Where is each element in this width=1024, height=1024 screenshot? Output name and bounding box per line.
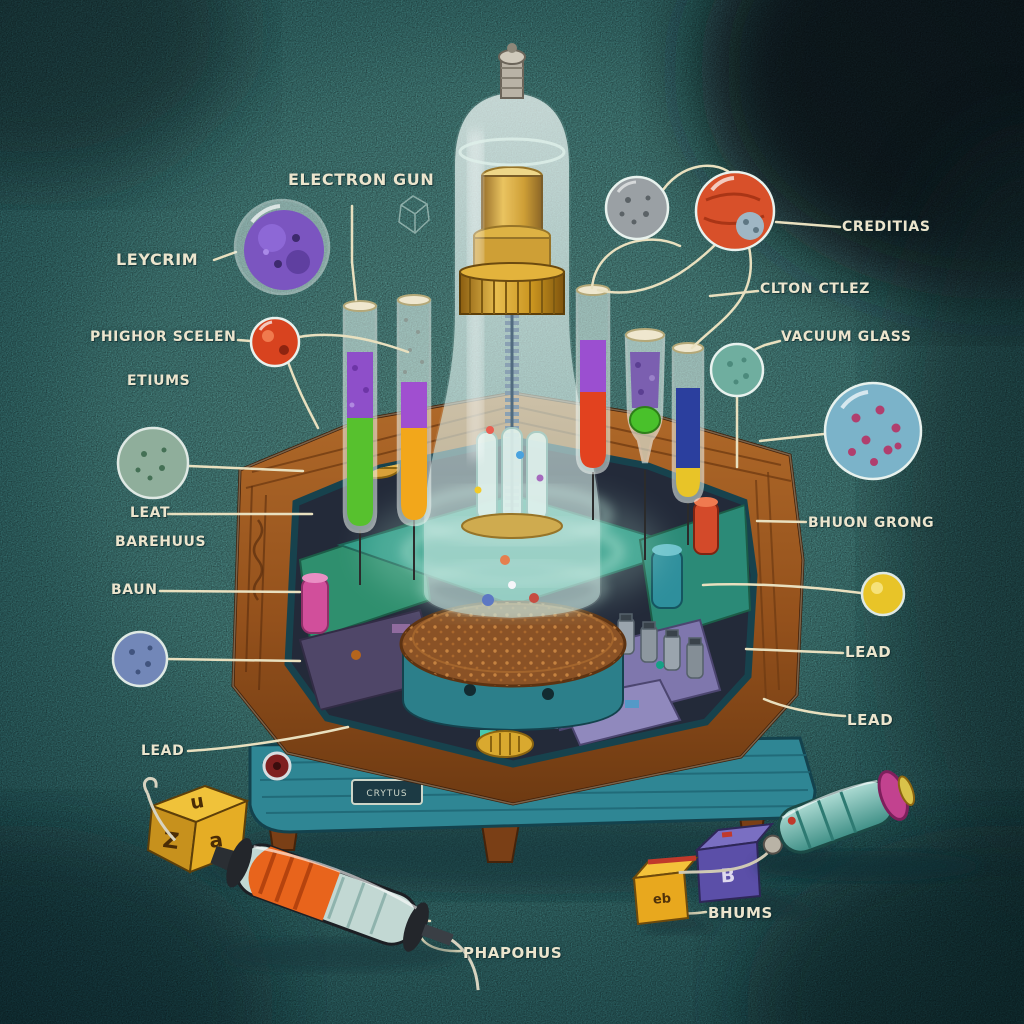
label-barehuus: BAREHUUS <box>115 534 207 550</box>
label-baun: BAUN <box>111 582 158 598</box>
cube-letters-eb: eb <box>652 891 671 907</box>
tube-needles <box>359 470 689 585</box>
label-phapohus: PHAPOHUS <box>463 944 563 962</box>
nameplate-text: CRYTUS <box>366 789 407 799</box>
label-leat: LEAT <box>130 505 171 521</box>
orb-red-small <box>249 316 301 368</box>
crt-vacuum-tube <box>422 43 602 620</box>
copper-disc-platter <box>399 600 627 732</box>
label-bhums: BHUMS <box>708 904 773 922</box>
tube-top-tip <box>498 43 526 99</box>
orb-purple-mineral <box>233 198 331 296</box>
cube-letter-top: u <box>189 790 206 814</box>
orb-green-speckled <box>116 426 190 500</box>
orb-gray-speckled <box>604 175 670 241</box>
carved-wood-ornament <box>252 519 264 601</box>
label-electron-gun: ELECTRON GUN <box>288 170 435 189</box>
test-tube-purple-orange <box>396 294 432 527</box>
beam-particles <box>474 426 544 606</box>
label-clton-ctlez: CLTON CTLEZ <box>760 281 870 297</box>
test-tube-blue-yellow <box>671 342 705 504</box>
label-lead-left: LEAD <box>141 743 185 759</box>
cube-letter-left: Z <box>161 828 180 855</box>
cube-letter-right: a <box>208 827 225 853</box>
orb-yellow <box>860 571 906 617</box>
label-vacuum-glass: VACUUM GLASS <box>781 329 912 345</box>
orb-blue-speckled <box>111 630 169 688</box>
orb-teal-small <box>709 342 765 398</box>
flask-purple-crystals <box>624 328 666 464</box>
pink-capacitor <box>301 573 329 634</box>
orange-capacitor-syringe <box>142 777 480 991</box>
label-creditias: CREDITIAS <box>842 219 931 235</box>
label-phighor-scelen: PHIGHOR SCELEN <box>90 329 237 345</box>
test-tube-purple-green <box>342 300 378 534</box>
red-capacitor <box>693 497 719 555</box>
label-leycrim: LEYCRIM <box>116 250 199 269</box>
orb-orange-planet <box>694 170 776 252</box>
test-tube-purple-red <box>575 284 611 475</box>
label-etiums: ETIUMS <box>127 373 191 389</box>
teal-capacitor-prop <box>678 770 980 881</box>
brand-nameplate <box>351 779 423 805</box>
label-bhuon-grong: BHUON GRONG <box>808 515 935 531</box>
label-lead-right-lower: LEAD <box>847 711 894 729</box>
brass-collar <box>459 262 565 315</box>
label-lead-right-upper: LEAD <box>845 643 892 661</box>
droplet-sketch-icon <box>398 195 430 234</box>
yellow-gear <box>476 730 534 758</box>
orb-blue-berry <box>823 381 923 481</box>
small-yellow-cube: eb <box>631 855 720 934</box>
